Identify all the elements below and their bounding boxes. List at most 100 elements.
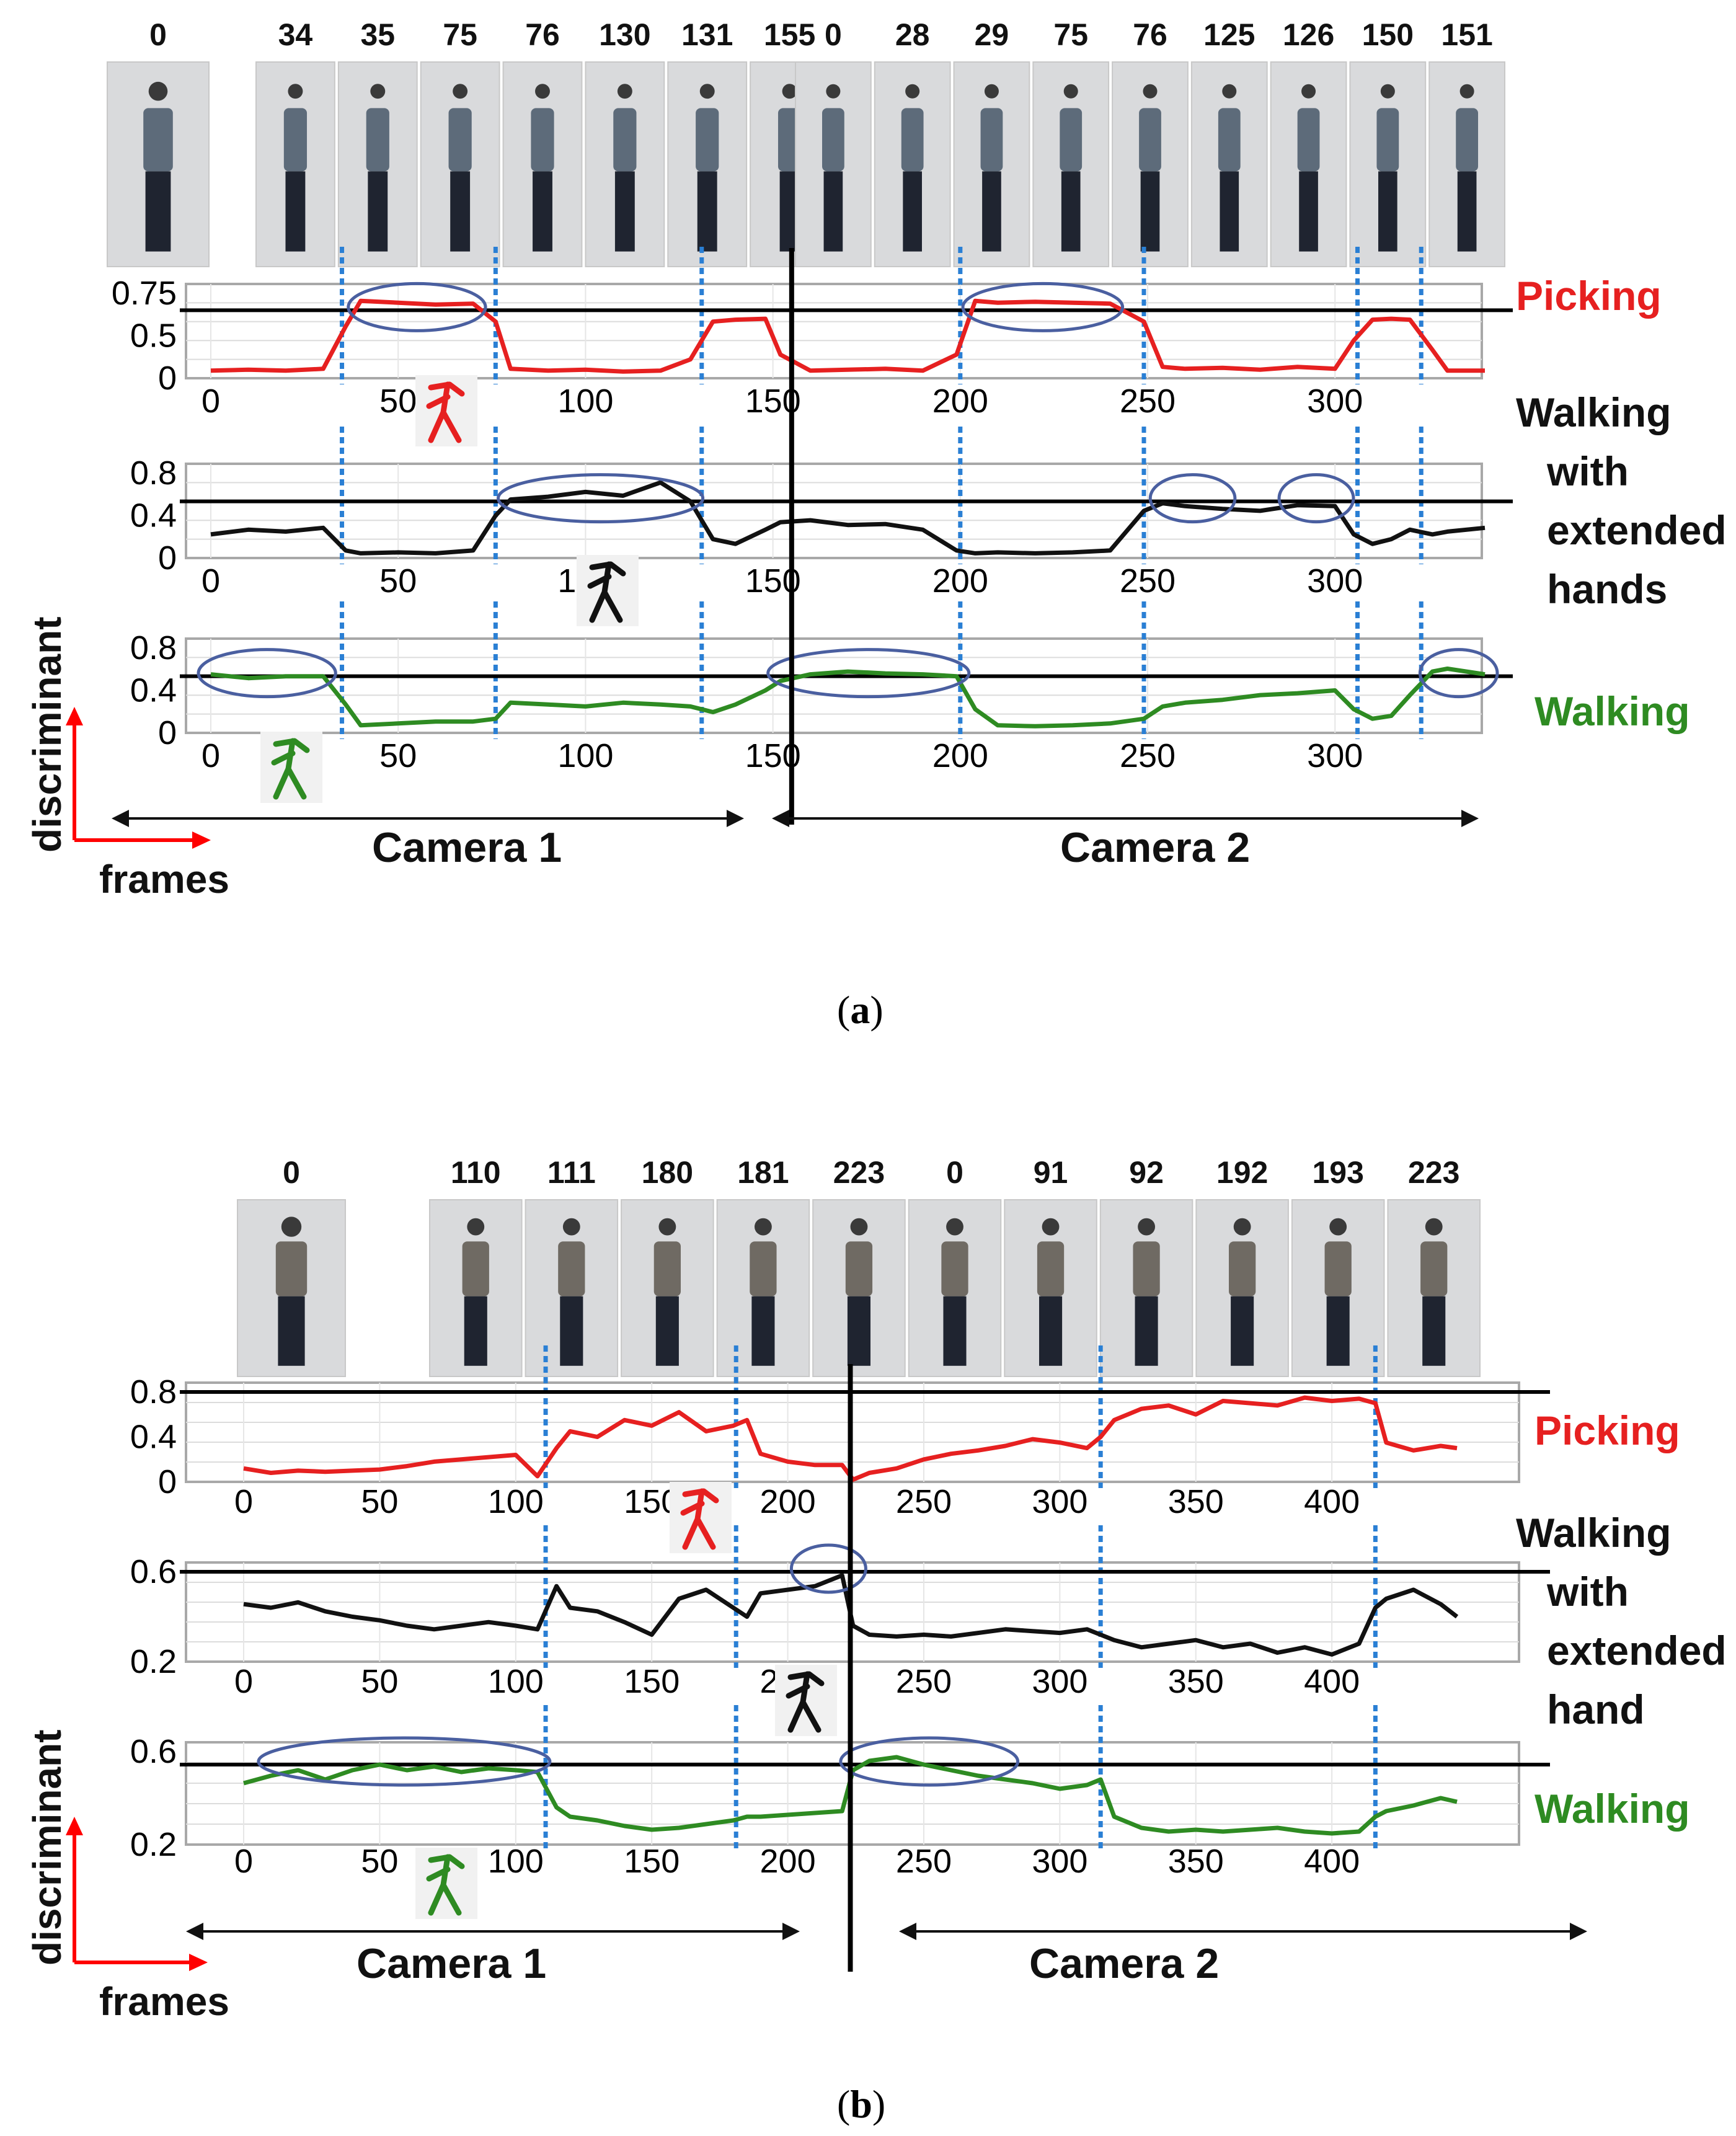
arrow-head-right [1461,810,1479,827]
person-legs-icon [1422,1296,1446,1366]
y-tick-label: 0.8 [130,629,177,667]
person-head-icon [562,1218,580,1236]
y-tick-label: 0.6 [130,1553,177,1590]
frame-thumbnail: 76 [1112,17,1189,267]
person-torso-icon [613,108,637,172]
x-tick-label: 400 [1304,1483,1360,1520]
y-axis-arrow-head [66,1817,83,1835]
person-head-icon [1301,84,1316,99]
x-tick-label: 350 [1168,1483,1224,1520]
person-legs-icon [614,171,635,252]
frame-thumbnail: 151 [1428,17,1505,267]
frame-thumbnail: 91 [1004,1155,1097,1377]
person-torso-icon [653,1241,681,1296]
highlight-ellipse [197,648,337,699]
person-head-icon [370,84,386,99]
frame-number-label: 223 [833,1155,885,1190]
panel-b-camera-1-label: Camera 1 [356,1940,546,1987]
frame-thumbnail: 223 [1387,1155,1481,1377]
person-legs-icon [823,171,843,252]
person-legs-icon [697,171,717,252]
x-tick-label: 0 [202,383,220,420]
stick-figure-icon [775,1665,837,1736]
person-torso-icon [1456,108,1478,172]
person-head-icon [946,1218,963,1236]
person-head-icon [617,84,632,99]
frame-thumbnail: 0 [795,17,872,267]
person-head-icon [1138,1218,1156,1236]
person-legs-icon [145,171,171,252]
person-torso-icon [558,1241,585,1296]
person-torso-icon [283,108,308,172]
person-torso-icon [845,1241,873,1296]
highlight-ellipse [789,1543,867,1594]
chart-b-2: 0.60.2050100150200250300350400Walkingwit… [130,1510,1727,1732]
frame-thumbnail: 28 [874,17,951,267]
person-torso-icon [462,1241,489,1296]
person-head-icon [535,84,550,99]
frame-number-label: 34 [278,17,313,52]
frame-thumbnail: 192 [1195,1155,1289,1377]
x-tick-label: 50 [361,1843,398,1880]
y-tick-label: 0.75 [112,275,177,312]
frame-number-label: 180 [642,1155,693,1190]
y-tick-label: 0.4 [130,1419,177,1456]
highlight-ellipse [1418,648,1499,699]
x-tick-label: 200 [932,383,988,420]
frame-number-label: 110 [451,1155,501,1190]
frame-thumbnail: 130 [585,17,665,267]
chart-a-2: 0.80.40050100150200250300Walkingwithexte… [130,389,1727,612]
panel-a-annotations: Camera 1 Camera 2 frames discriminant (a… [25,616,1250,1032]
arrow-head-right [727,810,744,827]
person-head-icon [288,84,303,99]
panel-a-camera-1-label: Camera 1 [372,824,562,871]
x-tick-label: 250 [896,1483,952,1520]
y-tick-label: 0.2 [130,1826,177,1863]
person-torso-icon [366,108,389,172]
x-tick-label: 250 [1120,737,1176,774]
camera-1-span-arrow [186,1923,800,1940]
highlight-ellipse [839,1736,1020,1787]
x-tick-label: 0 [202,737,220,774]
person-legs-icon [751,1296,775,1366]
person-head-icon [850,1218,868,1236]
frame-thumbnail: 76 [502,17,583,267]
person-head-icon [1380,84,1395,99]
series-line-walking-with-extended-hands [210,480,1486,556]
highlight-ellipse [961,281,1125,332]
frame-number-label: 223 [1408,1155,1459,1190]
person-head-icon [1459,84,1474,99]
person-legs-icon [1140,171,1160,252]
person-head-icon [1329,1218,1347,1236]
person-legs-icon [903,171,922,252]
person-torso-icon [275,1241,308,1296]
highlight-ellipse [347,281,487,332]
panel-b-y-axis-label: discriminant [25,1729,69,1965]
x-tick-label: 200 [932,737,988,774]
x-tick-label: 350 [1168,1663,1224,1700]
x-tick-label: 50 [379,737,417,774]
stick-figure-icon [577,555,639,626]
frame-number-label: 28 [895,17,930,52]
x-tick-label: 300 [1307,562,1363,600]
stick-figure-strokes [680,1488,719,1550]
person-legs-icon [1299,171,1318,252]
person-torso-icon [941,1241,968,1296]
person-torso-icon [143,108,173,172]
person-torso-icon [1324,1241,1352,1296]
y-tick-label: 0.6 [130,1733,177,1770]
frame-number-label: 29 [975,17,1009,52]
frame-number-label: 92 [1129,1155,1164,1190]
y-axis-arrow-head [66,707,83,725]
panel-a-caption: (a) [837,988,884,1032]
y-tick-label: 0.5 [130,317,177,355]
x-tick-label: 0 [202,562,220,600]
person-legs-icon [285,171,306,252]
person-head-icon [699,84,715,99]
frame-thumbnail: 0 [237,1155,346,1377]
y-tick-label: 0 [158,714,177,751]
x-tick-label: 250 [896,1663,952,1700]
